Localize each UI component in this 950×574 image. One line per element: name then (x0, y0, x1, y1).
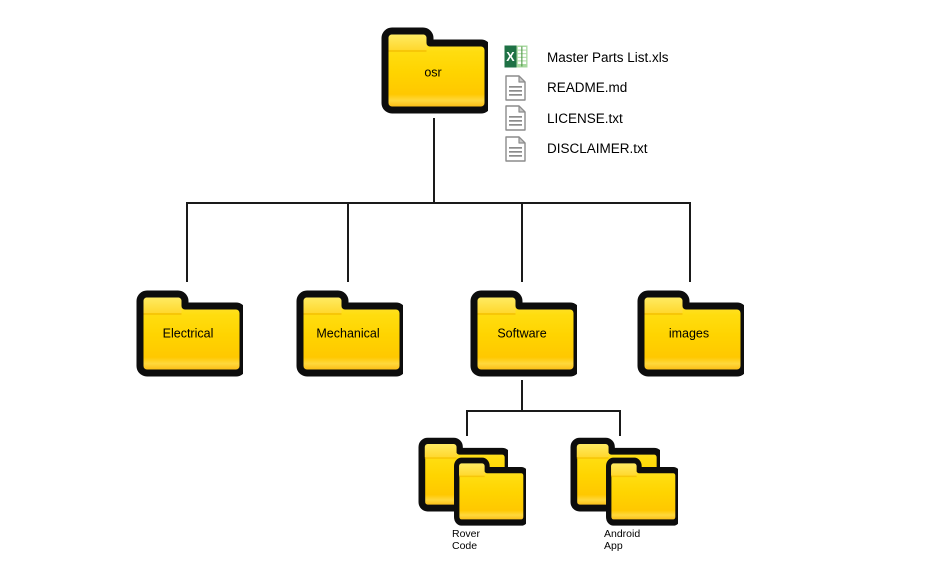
folder-mechanical[interactable]: Mechanical (293, 288, 403, 380)
file-name-label: LICENSE.txt (547, 110, 623, 126)
connector-to-mechanical (347, 202, 349, 282)
file-row-disclaimer[interactable]: DISCLAIMER.txt (503, 134, 803, 165)
folder-label-line2: App (604, 540, 623, 552)
folder-icon (634, 288, 744, 380)
folder-label-line2: Code (452, 540, 478, 552)
document-file-icon (503, 135, 529, 163)
connector-level2-bus (466, 410, 621, 412)
folder-icon (133, 288, 243, 380)
connector-to-images (689, 202, 691, 282)
file-row-readme[interactable]: README.md (503, 73, 803, 104)
file-name-label: DISCLAIMER.txt (547, 141, 648, 157)
file-row-master-parts-list[interactable]: X Master Parts List.xls (503, 42, 803, 73)
folder-osr[interactable]: osr (378, 25, 488, 117)
connector-to-rover-code (466, 410, 468, 436)
folder-label-line1: Rover (452, 528, 481, 540)
inner-folder-icon: Android App (604, 456, 678, 552)
folder-images[interactable]: images (634, 288, 744, 380)
file-name-label: Master Parts List.xls (547, 49, 669, 65)
connector-to-electrical (186, 202, 188, 282)
document-file-icon (503, 104, 529, 132)
inner-folder-icon: Rover Code (452, 456, 526, 552)
folder-icon (378, 25, 488, 117)
folder-label: Android App (604, 528, 678, 552)
folder-android-app[interactable]: Android App (568, 436, 678, 552)
file-row-license[interactable]: LICENSE.txt (503, 103, 803, 134)
document-file-icon (503, 74, 529, 102)
file-name-label: README.md (547, 80, 628, 96)
root-file-list: X Master Parts List.xls README.md (503, 42, 803, 164)
folder-icon (293, 288, 403, 380)
svg-text:X: X (506, 50, 515, 64)
connector-to-android-app (619, 410, 621, 436)
folder-icon (467, 288, 577, 380)
folder-label-line1: Android (604, 528, 641, 540)
connector-level1-bus (186, 202, 691, 204)
connector-root-to-bus (433, 118, 435, 204)
folder-rover-code[interactable]: Rover Code (416, 436, 526, 552)
folder-software[interactable]: Software (467, 288, 577, 380)
folder-electrical[interactable]: Electrical (133, 288, 243, 380)
connector-software-to-bus (521, 380, 523, 411)
excel-file-icon: X (503, 43, 529, 71)
connector-to-software (521, 202, 523, 282)
folder-label: Rover Code (452, 528, 526, 552)
